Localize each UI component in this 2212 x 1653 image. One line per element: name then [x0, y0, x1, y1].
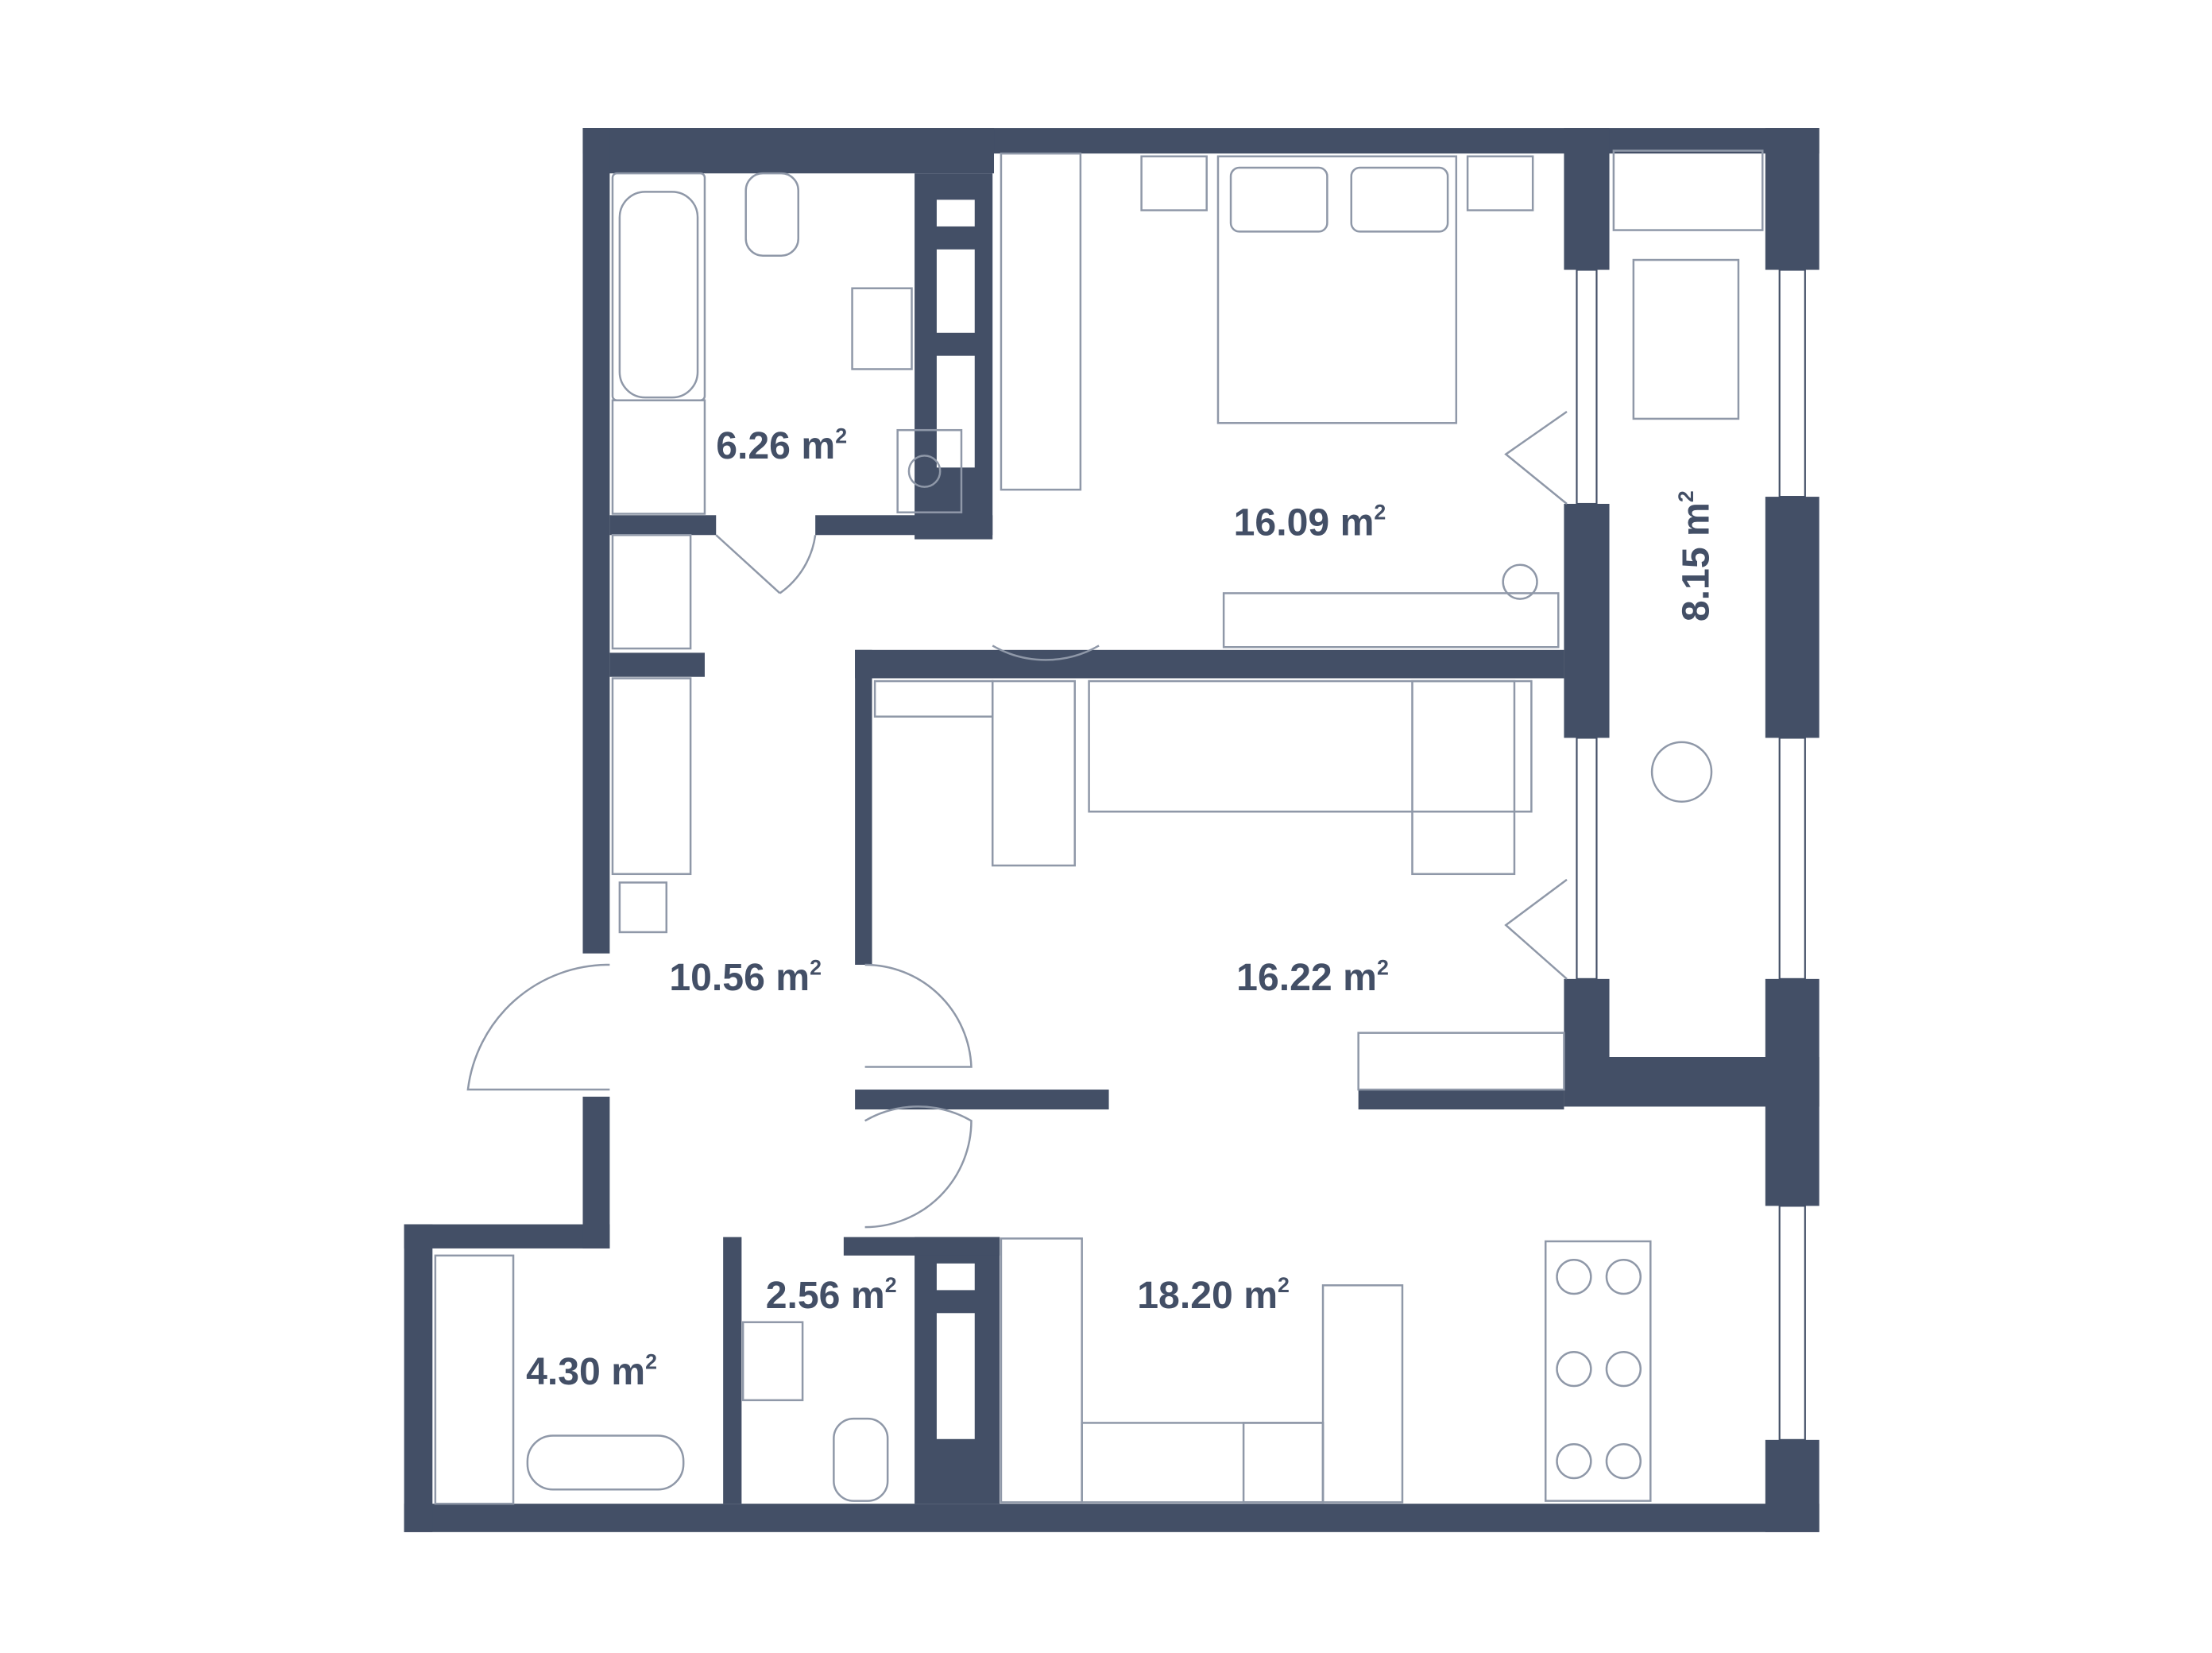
balcony-shelf-icon — [1612, 149, 1764, 231]
tv-stand-icon — [1357, 1032, 1565, 1091]
room-area-bedroom: 16.09 m2 — [1234, 501, 1386, 544]
windows — [1576, 269, 1806, 1441]
room-area-kitchen: 18.20 m2 — [1137, 1273, 1290, 1317]
room-area-living-room: 16.22 m2 — [1236, 955, 1389, 999]
room-area-balcony: 8.15 m2 — [1674, 490, 1718, 621]
dining-table-icon — [1544, 1240, 1652, 1502]
toilet-icon — [833, 1417, 889, 1502]
tv-stand-icon — [1222, 592, 1560, 648]
room-area-bathroom: 6.26 m2 — [716, 424, 847, 467]
room-area-hallway: 10.56 m2 — [669, 955, 822, 999]
room-area-toilet: 2.56 m2 — [766, 1273, 897, 1317]
washing-machine-icon — [896, 428, 963, 513]
stove-icon — [1242, 1422, 1324, 1504]
furniture — [434, 149, 1764, 1505]
toilet-icon — [744, 172, 799, 257]
island-icon — [1321, 1284, 1404, 1504]
sink-icon — [851, 287, 913, 370]
room-area-wardrobe: 4.30 m2 — [526, 1350, 657, 1394]
towel-shelf-icon — [611, 399, 706, 515]
balcony-table-icon — [1650, 741, 1713, 803]
bathtub-icon — [611, 172, 706, 401]
toilet-sink-icon — [741, 1321, 804, 1402]
bed-icon — [1216, 155, 1458, 424]
bookshelf-icon — [873, 679, 994, 718]
nightstand-icon — [1466, 155, 1534, 211]
hall-wardrobe-icon — [611, 677, 692, 876]
fridge-icon — [1000, 1237, 1083, 1504]
shoe-rack-icon — [618, 881, 668, 934]
room-labels: 6.26 m2 16.09 m2 8.15 m2 10.56 m2 16.22 … — [526, 424, 1717, 1393]
walls — [404, 128, 1819, 1532]
doors — [466, 410, 1568, 1229]
shaft-vents — [934, 198, 976, 1441]
hall-shelf-icon — [611, 534, 692, 650]
nightstand-icon — [1140, 155, 1208, 211]
wardrobe-icon — [1000, 152, 1082, 491]
closet-rack-icon — [434, 1254, 515, 1505]
kitchen-counter-icon — [1081, 1422, 1324, 1504]
desk-icon — [991, 679, 1076, 867]
ironing-board-icon — [526, 1434, 685, 1491]
sofa-icon — [1088, 679, 1533, 813]
balcony-mat-icon — [1632, 258, 1740, 420]
